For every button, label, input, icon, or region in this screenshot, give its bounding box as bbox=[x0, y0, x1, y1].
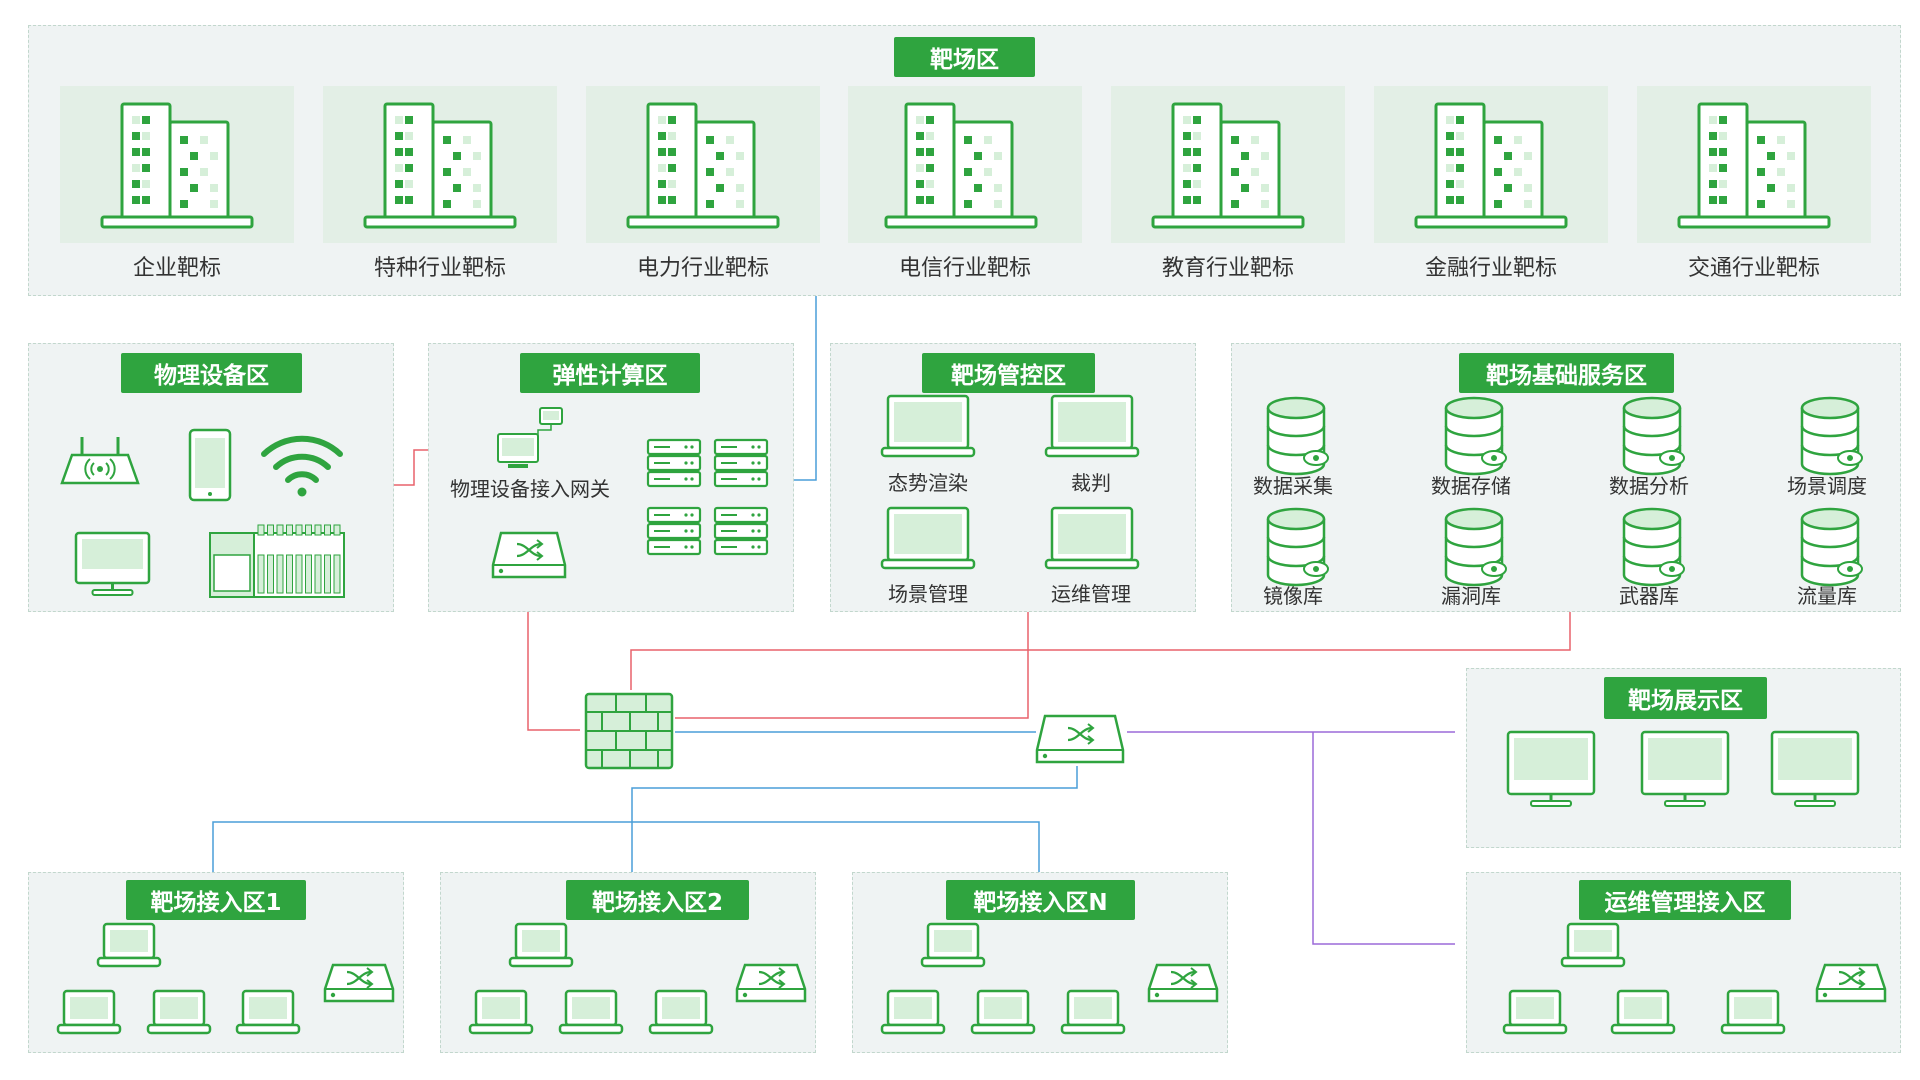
target-label: 特种行业靶标 bbox=[373, 256, 506, 281]
gateway-label: 物理设备接入网关 bbox=[450, 477, 610, 501]
laptop-icon bbox=[920, 922, 986, 968]
server-rack-icon bbox=[646, 506, 702, 556]
target-label: 电力行业靶标 bbox=[636, 256, 769, 281]
laptop-icon bbox=[1502, 989, 1568, 1035]
target-label: 企业靶标 bbox=[132, 256, 221, 281]
control-label-situation-render: 态势渲染 bbox=[888, 471, 968, 495]
line-compute-to-firewall bbox=[527, 612, 580, 731]
laptop-icon bbox=[1044, 506, 1140, 570]
access-zone-1-title: 靶场接入区1 bbox=[126, 880, 306, 920]
switch-icon bbox=[1035, 714, 1125, 764]
display-zone-title: 靶场展示区 bbox=[1604, 677, 1767, 719]
base-label-weapon-repo: 武器库 bbox=[1619, 584, 1679, 608]
laptop-icon bbox=[96, 922, 162, 968]
laptop-icon bbox=[558, 989, 624, 1035]
laptop-icon bbox=[648, 989, 714, 1035]
firewall-icon bbox=[584, 692, 674, 770]
laptop-icon bbox=[508, 922, 574, 968]
building-icon bbox=[363, 102, 517, 229]
monitor-icon bbox=[1770, 730, 1860, 807]
laptop-icon bbox=[880, 506, 976, 570]
server-rack-icon bbox=[646, 438, 702, 488]
elastic-zone-title: 弹性计算区 bbox=[520, 353, 700, 393]
target-label: 交通行业靶标 bbox=[1687, 256, 1820, 281]
building-icon bbox=[1151, 102, 1305, 229]
line-control-to-firewall bbox=[675, 612, 1029, 719]
base-label-scene-dispatch: 场景调度 bbox=[1787, 474, 1867, 498]
laptop-icon bbox=[235, 989, 301, 1035]
switch-icon bbox=[323, 963, 395, 1003]
switch-icon bbox=[735, 963, 807, 1003]
database-icon bbox=[1800, 396, 1863, 476]
router-icon bbox=[60, 437, 140, 485]
monitor-icon bbox=[1506, 730, 1596, 807]
target-label: 教育行业靶标 bbox=[1161, 256, 1294, 281]
laptop-icon bbox=[1560, 922, 1626, 968]
control-label-scene-management: 场景管理 bbox=[888, 582, 968, 606]
building-icon bbox=[884, 102, 1038, 229]
building-icon bbox=[626, 102, 780, 229]
building-icon bbox=[100, 102, 254, 229]
line-access-bus bbox=[212, 821, 1040, 872]
ops-zone-title: 运维管理接入区 bbox=[1579, 880, 1791, 920]
base-label-image-repo: 镜像库 bbox=[1263, 584, 1323, 608]
access-zone-2-title: 靶场接入区2 bbox=[566, 880, 749, 920]
laptop-icon bbox=[1720, 989, 1786, 1035]
line-core-switch-to-access bbox=[631, 766, 1078, 872]
control-label-ops-management: 运维管理 bbox=[1051, 582, 1131, 606]
base-label-data-collection: 数据采集 bbox=[1253, 474, 1333, 498]
control-zone-title: 靶场管控区 bbox=[922, 353, 1095, 393]
switch-icon bbox=[1815, 963, 1887, 1003]
building-icon bbox=[1677, 102, 1831, 229]
laptop-icon bbox=[970, 989, 1036, 1035]
monitor-icon bbox=[1640, 730, 1730, 807]
base-label-vuln-repo: 漏洞库 bbox=[1441, 584, 1501, 608]
laptop-icon bbox=[146, 989, 212, 1035]
wifi-icon bbox=[261, 435, 343, 497]
database-icon bbox=[1622, 507, 1685, 587]
laptop-icon bbox=[56, 989, 122, 1035]
base-label-traffic-repo: 流量库 bbox=[1797, 584, 1857, 608]
range-zone-title: 靶场区 bbox=[894, 37, 1035, 77]
line-base-to-firewall bbox=[630, 612, 1571, 690]
database-icon bbox=[1266, 507, 1329, 587]
target-label: 金融行业靶标 bbox=[1424, 256, 1557, 281]
access-zone-n-title: 靶场接入区N bbox=[946, 880, 1135, 920]
database-icon bbox=[1622, 396, 1685, 476]
laptop-icon bbox=[1044, 394, 1140, 458]
server-rack-icon bbox=[713, 506, 769, 556]
line-core-switch-to-ops bbox=[1312, 732, 1455, 945]
laptop-icon bbox=[468, 989, 534, 1035]
database-icon bbox=[1444, 396, 1507, 476]
physical-zone-title: 物理设备区 bbox=[121, 353, 302, 393]
laptop-icon bbox=[1060, 989, 1126, 1035]
monitor-icon bbox=[74, 531, 151, 596]
database-icon bbox=[1444, 507, 1507, 587]
building-icon bbox=[1414, 102, 1568, 229]
switch-icon bbox=[1147, 963, 1219, 1003]
server-rack-icon bbox=[713, 438, 769, 488]
laptop-icon bbox=[880, 989, 946, 1035]
control-label-referee: 裁判 bbox=[1071, 471, 1111, 495]
laptop-icon bbox=[1610, 989, 1676, 1035]
target-label: 电信行业靶标 bbox=[898, 256, 1031, 281]
laptop-icon bbox=[880, 394, 976, 458]
base-label-data-storage: 数据存储 bbox=[1431, 474, 1511, 498]
database-icon bbox=[1800, 507, 1863, 587]
database-icon bbox=[1266, 396, 1329, 476]
computer-icon bbox=[497, 407, 563, 468]
base-zone-title: 靶场基础服务区 bbox=[1459, 353, 1674, 393]
switch-icon bbox=[491, 531, 567, 579]
base-label-data-analysis: 数据分析 bbox=[1609, 474, 1689, 498]
phone-icon bbox=[188, 428, 232, 502]
industrial-controller-icon bbox=[209, 524, 345, 598]
